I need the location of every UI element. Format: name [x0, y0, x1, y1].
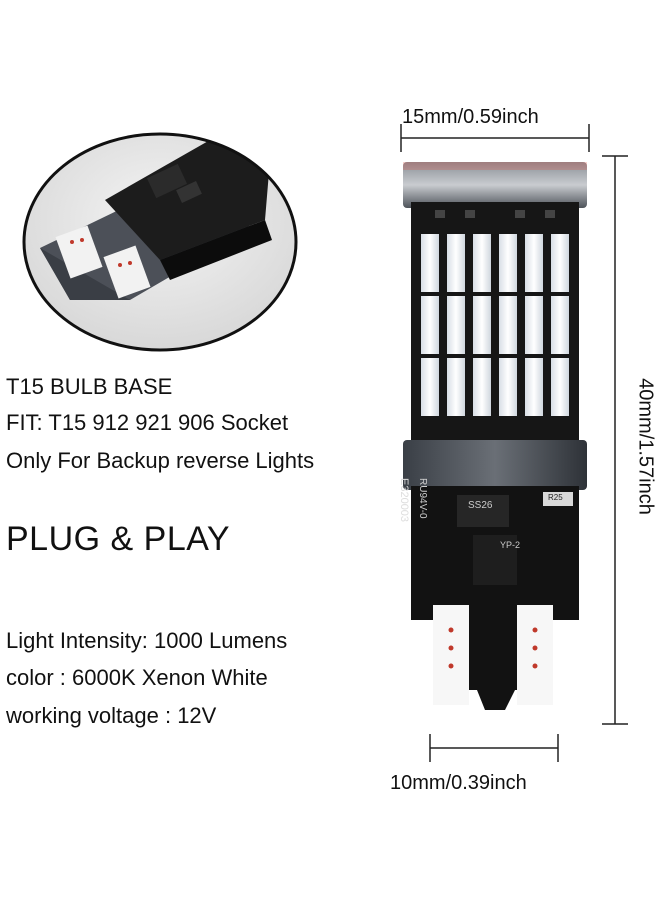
base-info-line-1: T15 BULB BASE — [6, 374, 173, 399]
spec-line-lumens: Light Intensity: 1000 Lumens — [6, 628, 288, 653]
led-bulb-image — [403, 162, 587, 710]
board-yp-marking: YP-2 — [500, 540, 521, 550]
top-width-dimension-label: 15mm/0.59inch — [402, 106, 539, 128]
height-dimension-line — [602, 155, 628, 725]
height-dimension-label: 40mm/1.57inch — [634, 378, 657, 515]
board-rev-marking: RU94V-0 — [417, 478, 428, 519]
bottom-width-dimension-label: 10mm/0.39inch — [390, 772, 527, 794]
spec-line-color: color : 6000K Xenon White — [6, 665, 268, 690]
board-chip-marking: SS26 — [468, 500, 493, 511]
board-resistor-marking: R25 — [548, 493, 563, 502]
base-info-line-3: Only For Backup reverse Lights — [6, 448, 315, 473]
spec-line-voltage: working voltage : 12V — [6, 703, 217, 728]
bottom-width-dimension-line — [429, 734, 559, 762]
base-info-line-2: FIT: T15 912 921 906 Socket — [6, 410, 289, 435]
bulb-base-closeup-image — [22, 132, 298, 352]
board-code-marking: E320003 — [398, 478, 410, 523]
top-width-dimension-line — [400, 124, 590, 152]
plug-and-play-headline: PLUG & PLAY — [6, 520, 231, 558]
